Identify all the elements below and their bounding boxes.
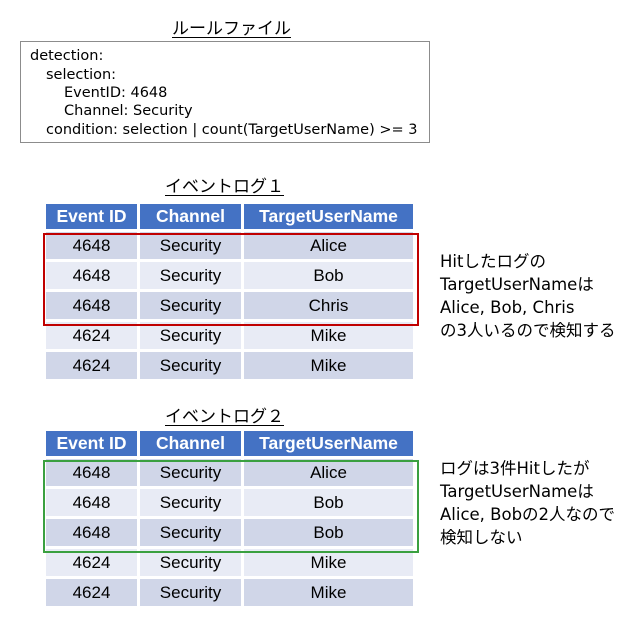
event-log-2-title: イベントログ２ <box>165 407 284 427</box>
column-header-channel: Channel <box>140 431 241 456</box>
table-row: 4624 Security Mike <box>46 352 413 379</box>
table-row: 4624 Security Mike <box>46 549 413 576</box>
cell-target-user-name: Bob <box>244 262 413 289</box>
hit-rows-highlight-green <box>43 460 419 553</box>
cell-channel: Security <box>140 352 241 379</box>
cell-channel: Security <box>140 232 241 259</box>
cell-event-id: 4648 <box>46 489 137 516</box>
hit-rows-highlight-red <box>43 233 419 326</box>
cell-event-id: 4624 <box>46 549 137 576</box>
note-line: Alice, Bobの2人なので <box>440 505 616 524</box>
column-header-event-id: Event ID <box>46 431 137 456</box>
table-row: 4624 Security Mike <box>46 579 413 606</box>
cell-event-id: 4624 <box>46 579 137 606</box>
event-log-2-note: ログは3件Hitしたが TargetUserNameは Alice, Bobの2… <box>440 457 615 549</box>
cell-target-user-name: Alice <box>244 232 413 259</box>
cell-target-user-name: Chris <box>244 292 413 319</box>
table-row: 4648 Security Alice <box>46 232 413 259</box>
note-line: Hitしたログの <box>440 252 546 271</box>
column-header-target-user-name: TargetUserName <box>244 204 413 229</box>
cell-target-user-name: Mike <box>244 549 413 576</box>
table-row: 4648 Security Bob <box>46 519 413 546</box>
cell-event-id: 4624 <box>46 352 137 379</box>
cell-channel: Security <box>140 292 241 319</box>
cell-event-id: 4648 <box>46 262 137 289</box>
cell-channel: Security <box>140 489 241 516</box>
cell-channel: Security <box>140 262 241 289</box>
cell-target-user-name: Mike <box>244 352 413 379</box>
cell-target-user-name: Bob <box>244 519 413 546</box>
note-line: TargetUserNameは <box>440 275 594 294</box>
cell-event-id: 4648 <box>46 292 137 319</box>
cell-event-id: 4648 <box>46 459 137 486</box>
cell-target-user-name: Alice <box>244 459 413 486</box>
cell-event-id: 4624 <box>46 322 137 349</box>
rule-file-title: ルールファイル <box>172 19 291 39</box>
cell-target-user-name: Mike <box>244 322 413 349</box>
table-row: 4624 Security Mike <box>46 322 413 349</box>
table-row: 4648 Security Bob <box>46 489 413 516</box>
cell-channel: Security <box>140 459 241 486</box>
cell-channel: Security <box>140 322 241 349</box>
cell-event-id: 4648 <box>46 519 137 546</box>
event-log-1-note: Hitしたログの TargetUserNameは Alice, Bob, Chr… <box>440 250 616 342</box>
rule-line-selection: selection: <box>46 67 117 83</box>
note-line: TargetUserNameは <box>440 482 594 501</box>
cell-channel: Security <box>140 549 241 576</box>
rule-file-box: detection: selection: EventID: 4648 Chan… <box>20 41 430 143</box>
cell-channel: Security <box>140 579 241 606</box>
table-row: 4648 Security Bob <box>46 262 413 289</box>
cell-target-user-name: Bob <box>244 489 413 516</box>
column-header-event-id: Event ID <box>46 204 137 229</box>
cell-channel: Security <box>140 519 241 546</box>
table-row: 4648 Security Alice <box>46 459 413 486</box>
rule-line-channel: Channel: Security <box>64 103 193 119</box>
note-line: Alice, Bob, Chris <box>440 298 575 317</box>
table-header-row: Event ID Channel TargetUserName <box>46 431 413 456</box>
cell-event-id: 4648 <box>46 232 137 259</box>
column-header-target-user-name: TargetUserName <box>244 431 413 456</box>
table-header-row: Event ID Channel TargetUserName <box>46 204 413 229</box>
table-row: 4648 Security Chris <box>46 292 413 319</box>
note-line: 検知しない <box>440 528 523 547</box>
rule-line-detection: detection: <box>30 48 104 64</box>
column-header-channel: Channel <box>140 204 241 229</box>
rule-line-eventid: EventID: 4648 <box>64 85 168 101</box>
event-log-2-table: Event ID Channel TargetUserName 4648 Sec… <box>43 428 416 609</box>
cell-target-user-name: Mike <box>244 579 413 606</box>
event-log-1-table: Event ID Channel TargetUserName 4648 Sec… <box>43 201 416 382</box>
note-line: の3人いるので検知する <box>440 321 616 340</box>
event-log-1-title: イベントログ１ <box>165 177 284 197</box>
rule-line-condition: condition: selection | count(TargetUserN… <box>46 122 418 138</box>
note-line: ログは3件Hitしたが <box>440 459 590 478</box>
